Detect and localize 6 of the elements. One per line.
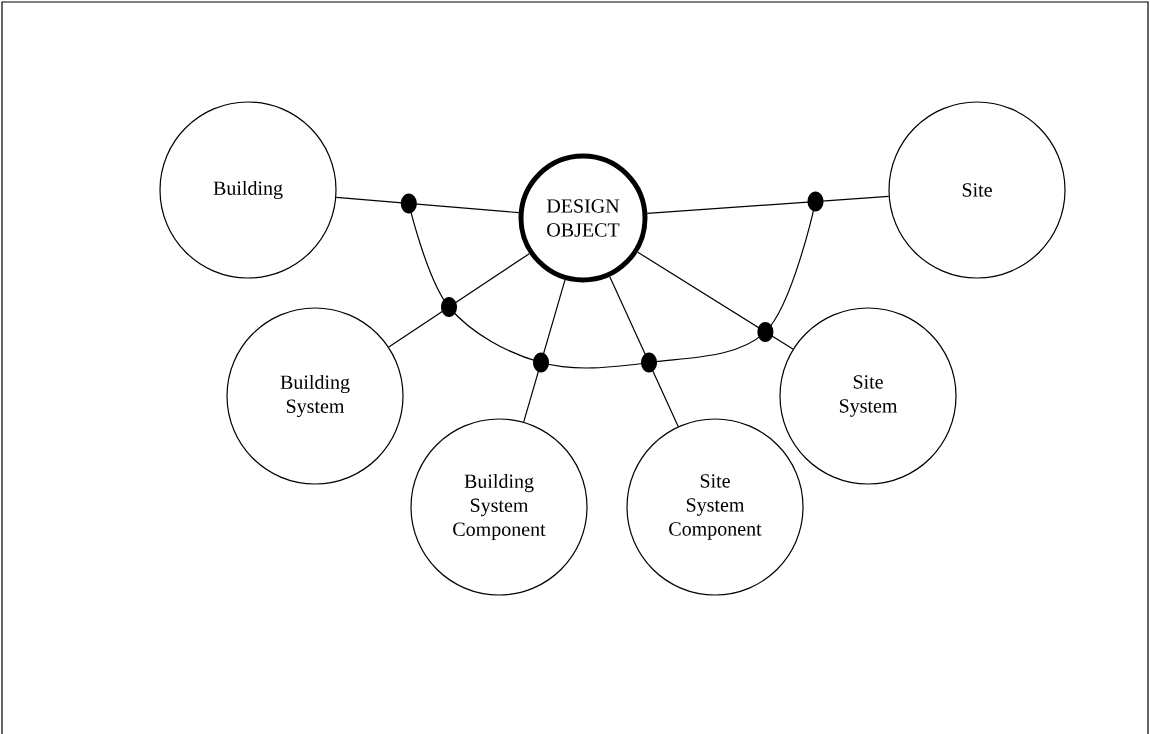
connector-line <box>646 195 890 215</box>
connector-line <box>637 251 794 350</box>
connector-line <box>388 253 530 348</box>
connector-line <box>335 196 520 214</box>
connector-line <box>523 279 566 423</box>
connector-line <box>609 276 679 428</box>
